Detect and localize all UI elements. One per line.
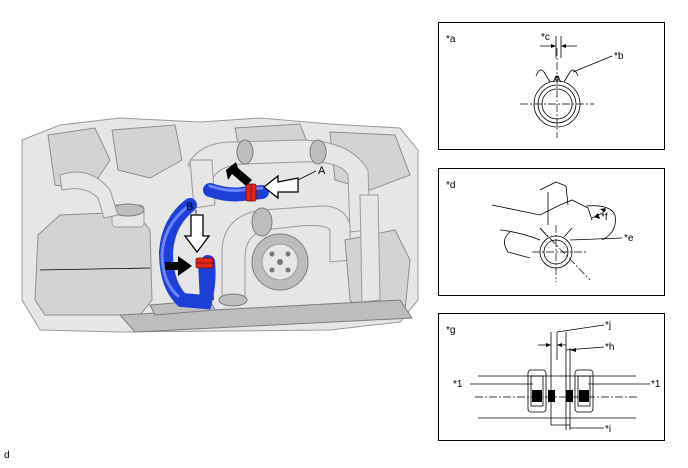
detail-panel-d: *d *f *e — [438, 168, 665, 296]
pump-pulley — [251, 233, 309, 291]
panel-label-g: *g — [446, 325, 455, 336]
label-j: *j — [605, 320, 611, 331]
label-1-left: *1 — [453, 379, 463, 390]
hose-clip-lower — [195, 257, 214, 269]
engine-illustration: A B — [21, 117, 419, 333]
label-h: *h — [605, 342, 614, 353]
coolant-hose-lower — [158, 198, 216, 310]
callout-A: A — [318, 165, 326, 177]
label-f: *f — [601, 212, 608, 223]
outline-arrow-A — [262, 174, 299, 200]
clamp-left — [527, 369, 547, 413]
label-c: *c — [541, 32, 550, 43]
black-arrow-upper — [226, 162, 252, 186]
panel-label-a: *a — [446, 34, 456, 45]
clamp-right — [574, 369, 594, 413]
label-i: *i — [605, 424, 611, 435]
figure-code: d — [4, 450, 10, 461]
black-arrow-lower — [165, 256, 192, 276]
elbow-pipe — [218, 205, 351, 307]
coolant-hose-upper — [203, 183, 269, 202]
detail-panel-g: *g *j *h — [438, 313, 665, 441]
callout-B: B — [186, 201, 193, 213]
intake-pipe — [187, 139, 371, 233]
label-b: *b — [614, 51, 624, 62]
label-e: *e — [624, 233, 634, 244]
detail-panel-a: *a *c *b — [438, 22, 665, 150]
hose-clip-upper — [245, 183, 257, 202]
label-1-right: *1 — [651, 379, 661, 390]
outline-arrow-B — [183, 214, 211, 254]
coolant-reservoir — [34, 203, 153, 316]
panel-label-d: *d — [446, 180, 455, 191]
